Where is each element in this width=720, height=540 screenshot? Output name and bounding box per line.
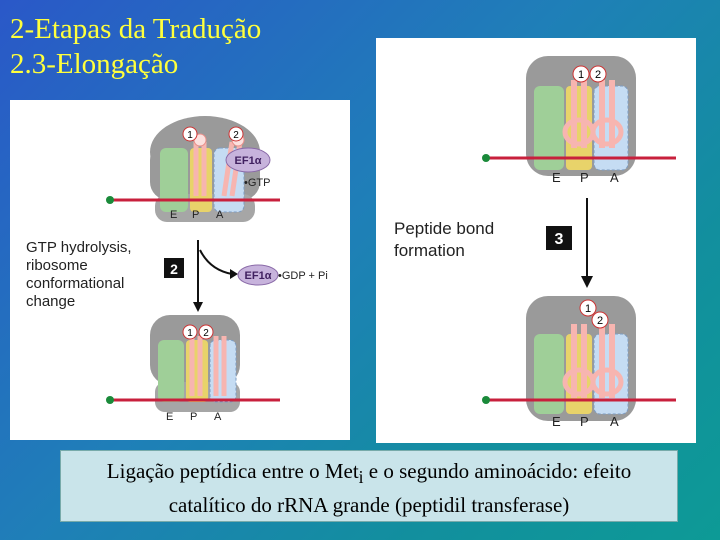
- step2-line3: conformational: [26, 275, 124, 292]
- site-number-1-top: 1: [187, 130, 193, 141]
- step2-line1: GTP hydrolysis,: [26, 239, 132, 256]
- site-p-top: P: [192, 209, 199, 221]
- site-number-1-bottom: 1: [187, 328, 193, 339]
- step-3-annotation: Peptide bond formation 3: [394, 198, 593, 288]
- step2-line2: ribosome: [26, 257, 88, 274]
- right-diagram-svg: 1 2 E P A Peptide bond formation 3: [394, 56, 676, 429]
- ribosome-right-top: 1 2 E P A: [482, 56, 676, 185]
- site-number-2-top: 2: [233, 130, 239, 141]
- r-site-e-bottom: E: [552, 414, 561, 429]
- caption-box: Ligação peptídica entre o Meti e o segun…: [60, 450, 678, 522]
- step2-line4: change: [26, 293, 75, 310]
- r-site-number-2-bottom: 2: [597, 315, 603, 327]
- r-site-p-bottom: P: [580, 414, 589, 429]
- site-a-bottom: A: [214, 411, 222, 423]
- title-line-2: 2.3-Elongação: [10, 48, 179, 80]
- e-site-top: [160, 148, 188, 212]
- site-e-top: E: [170, 209, 177, 221]
- ribosome-top: EF1α •GTP 1 2 E P A: [106, 116, 280, 222]
- right-diagram-panel: 1 2 E P A Peptide bond formation 3: [376, 38, 696, 443]
- step2-number: 2: [170, 261, 178, 277]
- caption-line1-sub: i: [358, 467, 364, 488]
- slide-title: 2-Etapas da Tradução 2.3-Elongação: [10, 12, 261, 82]
- step-2-annotation: GTP hydrolysis, ribosome conformational …: [26, 239, 328, 312]
- r-site-number-1-top: 1: [578, 69, 584, 81]
- step3-line1: Peptide bond: [394, 219, 494, 238]
- ef1a-released-label: EF1α: [245, 270, 272, 282]
- site-p-bottom: P: [190, 411, 197, 423]
- ribosome-bottom: 1 2 E P A: [106, 315, 280, 423]
- ef1a-released: [237, 264, 279, 286]
- r-site-a-bottom: A: [610, 414, 619, 429]
- step2-badge: [164, 258, 184, 278]
- r-site-p-top: P: [580, 170, 589, 185]
- left-diagram-svg: EF1α •GTP 1 2 E P A GTP hydrolysis, ribo…: [26, 116, 328, 423]
- left-diagram-panel: EF1α •GTP 1 2 E P A GTP hydrolysis, ribo…: [10, 100, 350, 440]
- ef1a-top: [225, 147, 271, 173]
- r-site-number-1-bottom: 1: [585, 303, 591, 315]
- step3-line2: formation: [394, 241, 465, 260]
- title-line-1: 2-Etapas da Tradução: [10, 13, 262, 45]
- gdp-label: •GDP + Pi: [278, 270, 328, 282]
- site-number-2-bottom: 2: [203, 328, 209, 339]
- p-site-top: [190, 148, 212, 212]
- caption-line1-b: e o segundo aminoácido: efeito: [363, 459, 632, 483]
- site-a-top: A: [216, 209, 224, 221]
- caption-line1-a: Ligação peptídica entre o Met: [106, 459, 359, 483]
- gtp-label: •GTP: [244, 177, 270, 189]
- ribosome-right-bottom: 1 2 E P A: [482, 296, 676, 429]
- ef1a-top-label: EF1α: [235, 155, 262, 167]
- site-e-bottom: E: [166, 411, 173, 423]
- caption-line-2: catalítico do rRNA grande (peptidil tran…: [168, 493, 570, 518]
- step3-badge: [546, 226, 572, 250]
- r-site-number-2-top: 2: [595, 69, 601, 81]
- r-site-a-top: A: [610, 170, 619, 185]
- caption-line-1: Ligação peptídica entre o Meti e o segun…: [61, 457, 677, 491]
- step3-number: 3: [555, 231, 564, 248]
- r-site-e-top: E: [552, 170, 561, 185]
